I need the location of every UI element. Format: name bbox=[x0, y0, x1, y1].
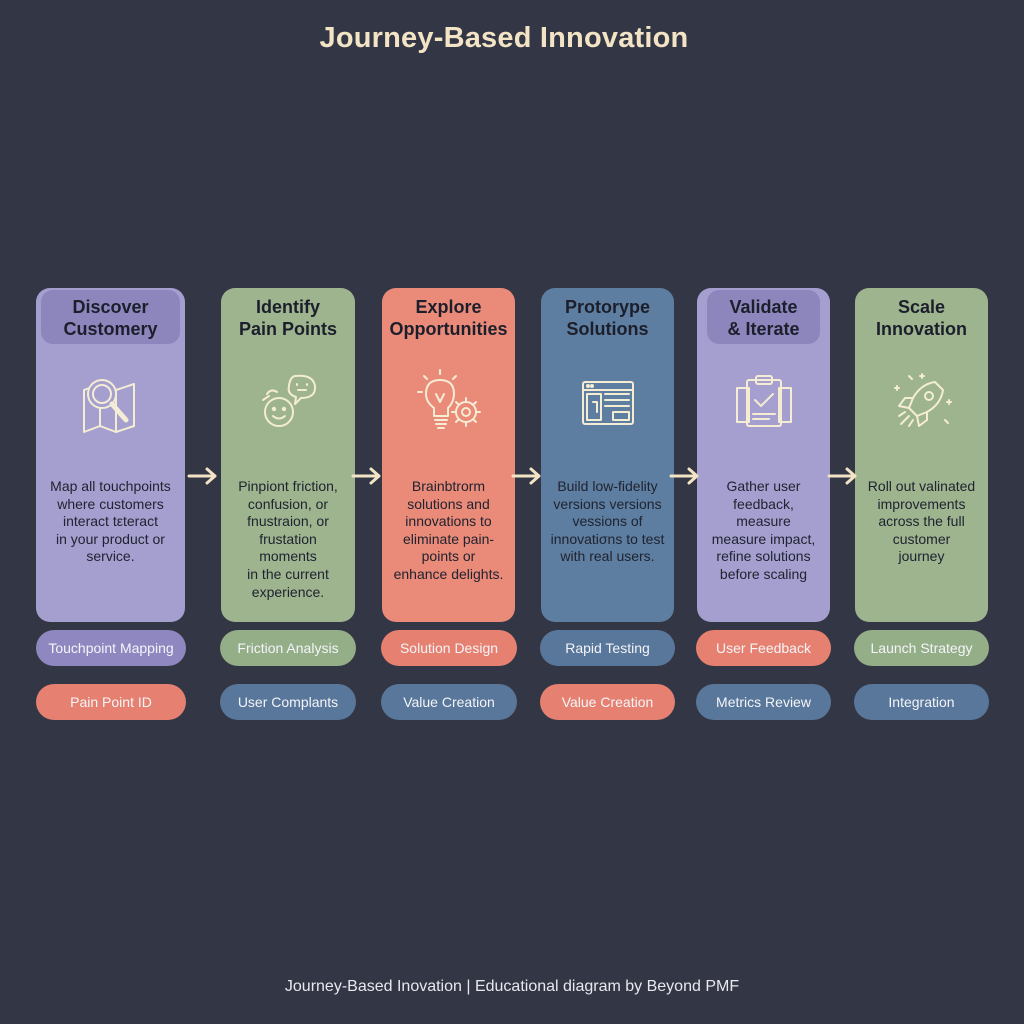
tag-integration: Integration bbox=[854, 684, 989, 720]
tag-friction-analysis: Friction Analysis bbox=[220, 630, 356, 666]
right-arrow-icon bbox=[187, 467, 217, 485]
stage-description: Pinpiont friction, confusion, or fnustra… bbox=[229, 478, 347, 601]
stage-description: Map all touchpoints where customers inte… bbox=[44, 478, 177, 566]
stage-heading-line: Solutions bbox=[566, 319, 649, 339]
stage-description-line: Pinpiont friction, bbox=[238, 478, 338, 494]
stage-description-line: before scaling bbox=[719, 565, 808, 582]
tag-touchpoint-mapping: Touchpoint Mapping bbox=[36, 630, 186, 666]
stage-heading: Validate & Iterate bbox=[707, 290, 820, 344]
right-arrow-icon bbox=[669, 467, 699, 485]
diagram-title: Journey-Based Innovation bbox=[319, 22, 689, 54]
stage-heading-line: Customery bbox=[63, 319, 158, 339]
stage-heading-line: Opportunities bbox=[389, 319, 508, 339]
stage-description: Brainbtrorm solutions and innovations to… bbox=[390, 478, 507, 584]
right-arrow-icon bbox=[351, 467, 381, 485]
tag-value-creation: Value Creation bbox=[540, 684, 675, 720]
stage-heading-line: & Iterate bbox=[727, 319, 800, 339]
stage-description-line: enhance delights. bbox=[393, 565, 504, 582]
stage-discover: Discover Customery Map all touchpoints w… bbox=[36, 288, 185, 622]
stage-heading-line: Explore bbox=[415, 297, 482, 317]
stage-description-line: in the current bbox=[247, 565, 329, 582]
stage-description-line: measure impact, bbox=[711, 530, 816, 547]
stage-description-line: customer bbox=[892, 530, 951, 547]
clipboard-check-icon bbox=[729, 368, 799, 438]
rocket-icon bbox=[887, 368, 957, 438]
stage-description-line: points or bbox=[421, 548, 476, 565]
stage-description-line: experience. bbox=[251, 583, 325, 600]
stage-description-line: in your product or bbox=[56, 530, 165, 547]
stage-scale: Scale Innovation Roll out valinated impr… bbox=[855, 288, 988, 622]
stage-description-line: innovations to bbox=[405, 513, 492, 530]
stage-heading-line: Identify bbox=[255, 297, 320, 317]
stage-prototype: Protorype Solutions Build low-fidelity v… bbox=[541, 288, 674, 622]
stage-heading-line: Scale bbox=[897, 297, 946, 317]
face-speech-bubble-icon bbox=[253, 368, 323, 438]
stage-description-line: Build low-fidelity bbox=[557, 478, 658, 494]
stage-heading: Discover Customery bbox=[41, 290, 180, 344]
stage-description-line: confusion, or bbox=[247, 495, 329, 512]
wireframe-window-icon bbox=[573, 368, 643, 438]
tag-launch-strategy: Launch Strategy bbox=[854, 630, 989, 666]
stage-heading-line: Pain Points bbox=[238, 319, 337, 339]
stage-heading-line: Innovation bbox=[876, 319, 967, 339]
stage-description-line: where customers bbox=[57, 495, 164, 512]
stage-heading-line: Validate bbox=[729, 297, 798, 317]
tag-metrics-review: Metrics Review bbox=[696, 684, 831, 720]
stage-description-line: Brainbtrorm bbox=[411, 478, 486, 494]
tag-pain-point-id: Pain Point ID bbox=[36, 684, 186, 720]
right-arrow-icon bbox=[511, 467, 541, 485]
footer-caption: Journey-Based Inovation | Educational di… bbox=[284, 978, 740, 995]
stage-description: Roll out valinated improvements across t… bbox=[863, 478, 980, 566]
stage-description-line: Map all touchpoints bbox=[50, 478, 171, 494]
right-arrow-icon bbox=[827, 467, 857, 485]
stage-heading: Identify Pain Points bbox=[221, 296, 355, 340]
stage-heading: Scale Innovation bbox=[855, 296, 988, 340]
stage-description-line: Roll out valinated bbox=[867, 478, 976, 494]
stage-description-line: versions versions bbox=[553, 495, 662, 512]
magnifier-map-icon bbox=[76, 368, 146, 438]
stage-description: Build low-fidelity versions versions ves… bbox=[549, 478, 666, 566]
stage-identify: Identify Pain Points Pinpiont friction, … bbox=[221, 288, 355, 622]
stage-heading-line: Protorype bbox=[564, 297, 651, 317]
tag-solution-design: Solution Design bbox=[381, 630, 517, 666]
stage-description-line: solutions and bbox=[407, 495, 490, 512]
stage-explore: Explore Opportunities Brainbtrorm soluti… bbox=[382, 288, 515, 622]
tag-user-feedback: User Feedback bbox=[696, 630, 831, 666]
tag-value-creation: Value Creation bbox=[381, 684, 517, 720]
stage-heading: Protorype Solutions bbox=[541, 296, 674, 340]
stage-description-line: across the full bbox=[878, 513, 965, 530]
stage-description-line: refine solutions bbox=[716, 548, 811, 565]
stage-description-line: feedback, measure bbox=[733, 495, 794, 530]
stage-description-line: fnustraion, or bbox=[247, 513, 329, 530]
stage-description-line: interact tεteract bbox=[63, 513, 158, 530]
stage-validate: Validate & Iterate Gather user feedback,… bbox=[697, 288, 830, 622]
lightbulb-gear-icon bbox=[414, 368, 484, 438]
stage-description-line: with real users. bbox=[560, 548, 655, 565]
stage-description-line: journey bbox=[898, 548, 945, 565]
tag-user-complaints: User Complants bbox=[220, 684, 356, 720]
stage-description: Gather user feedback, measure measure im… bbox=[705, 478, 822, 584]
stage-description-line: service. bbox=[86, 548, 135, 565]
stage-description-line: innovatiσns to test bbox=[550, 530, 665, 547]
stage-heading: Explore Opportunities bbox=[382, 296, 515, 340]
stage-description-line: vessions of bbox=[572, 513, 643, 530]
stage-description-line: eliminate pain- bbox=[402, 530, 495, 547]
stage-description-line: improvements bbox=[877, 495, 966, 512]
stage-description-line: Gather user bbox=[726, 478, 801, 494]
stage-heading-line: Discover bbox=[72, 297, 149, 317]
tag-rapid-testing: Rapid Testing bbox=[540, 630, 675, 666]
stage-description-line: frustation moments bbox=[259, 530, 317, 565]
